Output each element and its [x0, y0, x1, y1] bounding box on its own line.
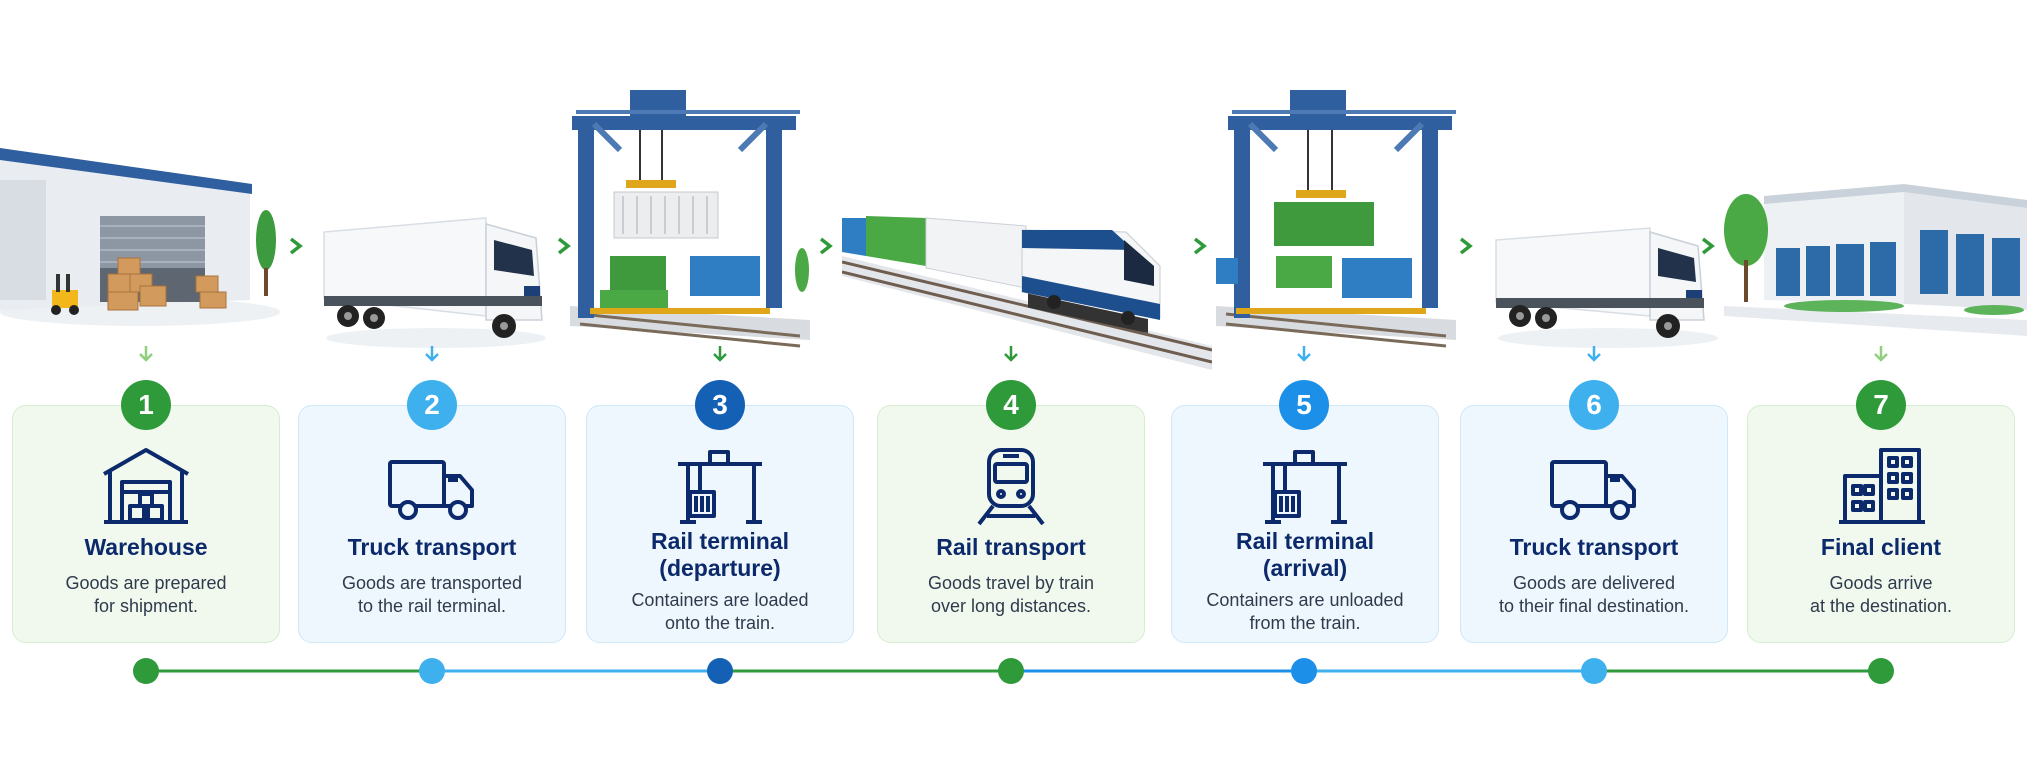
step-number-badge: 6 [1569, 380, 1619, 430]
gantry-crane-icon [1259, 446, 1351, 526]
chevron-right-icon [288, 236, 304, 256]
step-number-badge: 5 [1279, 380, 1329, 430]
step-number-badge: 1 [121, 380, 171, 430]
timeline-dot [419, 658, 445, 684]
rail-terminal-departure-illustration [570, 80, 810, 380]
step-title: Truck transport [1509, 534, 1679, 560]
office-building-icon [1835, 446, 1927, 526]
truck-icon [386, 446, 478, 526]
step-title: Warehouse [84, 534, 208, 560]
step-title: Final client [1820, 534, 1942, 560]
timeline-dot [133, 658, 159, 684]
step-card-rail-terminal-arrival: Rail terminal(arrival) Containers are un… [1171, 405, 1439, 643]
arrow-down-icon [711, 344, 729, 364]
step-title: Rail transport [936, 534, 1086, 560]
step-title: Rail terminal(departure) [650, 528, 790, 581]
chevron-right-icon [1700, 236, 1716, 256]
warehouse-illustration [0, 80, 280, 380]
step-number-badge: 7 [1856, 380, 1906, 430]
arrow-down-icon [1295, 344, 1313, 364]
arrow-down-icon [1872, 344, 1890, 364]
step-card-rail-terminal-departure: Rail terminal(departure) Containers are … [586, 405, 854, 643]
chevron-right-icon [818, 236, 834, 256]
timeline-dot [707, 658, 733, 684]
step-title: Truck transport [347, 534, 517, 560]
arrow-down-icon [137, 344, 155, 364]
office-building-illustration [1724, 80, 2027, 380]
timeline-dot [1868, 658, 1894, 684]
timeline-dot [998, 658, 1024, 684]
chevron-right-icon [1192, 236, 1208, 256]
timeline-dot [1291, 658, 1317, 684]
step-number-badge: 3 [695, 380, 745, 430]
warehouse-icon [100, 446, 192, 526]
train-icon [965, 446, 1057, 526]
chevron-right-icon [1458, 236, 1474, 256]
arrow-down-icon [423, 344, 441, 364]
step-number-badge: 2 [407, 380, 457, 430]
truck-delivery-illustration [1490, 80, 1720, 380]
arrow-down-icon [1002, 344, 1020, 364]
step-number-badge: 4 [986, 380, 1036, 430]
step-title: Rail terminal(arrival) [1235, 528, 1375, 581]
truck-illustration [318, 80, 548, 380]
timeline-dot [1581, 658, 1607, 684]
chevron-right-icon [556, 236, 572, 256]
gantry-crane-icon [674, 446, 766, 526]
truck-icon [1548, 446, 1640, 526]
train-illustration [842, 80, 1212, 380]
arrow-down-icon [1585, 344, 1603, 364]
rail-terminal-arrival-illustration [1216, 80, 1456, 380]
